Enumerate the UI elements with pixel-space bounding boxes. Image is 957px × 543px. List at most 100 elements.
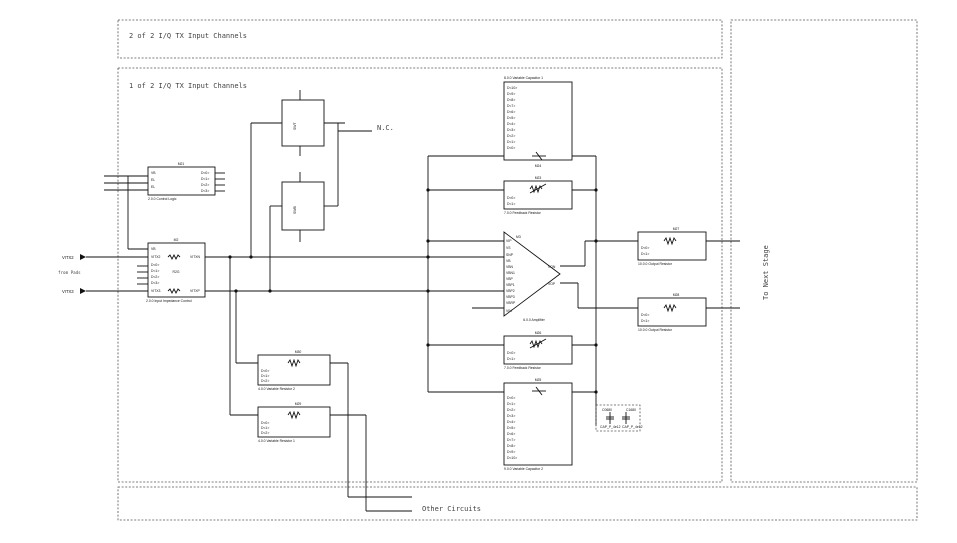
svg-text:D<4>: D<4>: [507, 122, 515, 126]
svg-text:R2G: R2G: [173, 270, 180, 274]
svg-text:D<6>: D<6>: [507, 110, 515, 114]
svg-text:D<1>: D<1>: [507, 357, 515, 361]
svg-text:D<0>: D<0>: [151, 263, 159, 267]
block-feedback-resistor-bottom: M26 7.0.0 Feedback Resistor D<0> D<1>: [503, 331, 573, 370]
block-control-logic: M21 2.0.0 Control Logic VB EL EL D<0> D<…: [147, 162, 225, 201]
switch-bottom: SWB: [281, 131, 339, 242]
svg-text:D<0>: D<0>: [641, 246, 649, 250]
block-input-impedance: M2 2.0.0 Input Impedance Control VB VITX…: [137, 238, 206, 303]
vitx2-pad-icon: [80, 254, 86, 260]
svg-text:VIP: VIP: [506, 239, 512, 243]
svg-text:D<2>: D<2>: [201, 183, 209, 187]
svg-text:D<0>: D<0>: [261, 369, 269, 373]
svg-text:SNP: SNP: [506, 253, 514, 257]
svg-text:D<1>: D<1>: [261, 374, 269, 378]
svg-text:D<10>: D<10>: [507, 456, 517, 460]
svg-text:VITX2: VITX2: [151, 255, 161, 259]
svg-text:D<1>: D<1>: [507, 402, 515, 406]
frame-channel-2-label: 2 of 2 I/Q TX Input Channels: [129, 32, 247, 40]
svg-text:D<7>: D<7>: [507, 438, 515, 442]
vitx3-label: VITX3: [62, 289, 74, 294]
svg-text:D<1>: D<1>: [201, 177, 209, 181]
svg-text:4.0.0 Variable Resistor 2: 4.0.0 Variable Resistor 2: [258, 387, 295, 391]
svg-text:M21: M21: [178, 162, 185, 166]
svg-text:M30: M30: [295, 350, 302, 354]
svg-text:D<2>: D<2>: [151, 275, 159, 279]
svg-text:D<3>: D<3>: [507, 414, 515, 418]
svg-text:D<3>: D<3>: [507, 128, 515, 132]
svg-text:M3: M3: [516, 235, 521, 239]
svg-text:D<2>: D<2>: [507, 134, 515, 138]
svg-text:2.0.0 Input Impedance Control: 2.0.0 Input Impedance Control: [146, 299, 192, 303]
svg-text:8.0.0 Variable Capacitor 1: 8.0.0 Variable Capacitor 1: [504, 76, 543, 80]
svg-text:4.0.0 Variable Resistor 1: 4.0.0 Variable Resistor 1: [258, 439, 295, 443]
svg-text:D<0>: D<0>: [507, 396, 515, 400]
svg-text:EL: EL: [151, 178, 155, 182]
svg-text:VB: VB: [506, 259, 511, 263]
svg-text:D<0>: D<0>: [641, 313, 649, 317]
svg-text:VITXN: VITXN: [190, 255, 201, 259]
main-nets: [205, 122, 504, 416]
svg-text:M24: M24: [535, 164, 542, 168]
svg-text:M25: M25: [535, 378, 542, 382]
nc-label: N.C.: [377, 124, 394, 132]
svg-text:SWB: SWB: [293, 206, 297, 214]
svg-text:M27: M27: [673, 227, 680, 231]
frame-next-stage: [730, 19, 918, 483]
svg-text:2.0.0 Control Logic: 2.0.0 Control Logic: [148, 197, 177, 201]
other-circuits-label: Other Circuits: [422, 505, 481, 513]
amplifier-wiring: [426, 155, 638, 426]
svg-text:VBP2: VBP2: [506, 289, 515, 293]
svg-text:7.0.0 Feedback Resistor: 7.0.0 Feedback Resistor: [504, 211, 542, 215]
svg-text:D<4>: D<4>: [507, 420, 515, 424]
svg-text:9.0.0 Variable Capacitor 2: 9.0.0 Variable Capacitor 2: [504, 467, 543, 471]
block-feedback-resistor-top: M23 7.0.0 Feedback Resistor D<0> D<1>: [503, 176, 573, 215]
block-variable-capacitor-1: 8.0.0 Variable Capacitor 1 M24 D<10> D<9…: [503, 76, 573, 168]
svg-text:6.0.0 Amplifier: 6.0.0 Amplifier: [523, 318, 545, 322]
svg-text:VIN: VIN: [506, 309, 512, 313]
block-output-resistor-1: M27 10.0.0 Output Resistor D<0> D<1>: [637, 227, 740, 266]
svg-text:D<2>: D<2>: [261, 431, 269, 435]
svg-text:D<1>: D<1>: [641, 252, 649, 256]
svg-text:D<8>: D<8>: [507, 444, 515, 448]
svg-text:VB: VB: [151, 171, 156, 175]
svg-text:M28: M28: [673, 293, 680, 297]
svg-text:VITXP: VITXP: [190, 289, 201, 293]
svg-text:M23: M23: [535, 176, 542, 180]
from-pads-label: from Pads: [58, 270, 81, 275]
block-variable-resistor-1: M29 4.0.0 Variable Resistor 1 D<0> D<1> …: [257, 402, 412, 512]
block-output-resistor-2: M28 10.0.0 Output Resistor D<0> D<1>: [637, 293, 740, 332]
svg-text:D<1>: D<1>: [151, 269, 159, 273]
svg-text:D<3>: D<3>: [201, 189, 209, 193]
svg-text:VBRP: VBRP: [506, 301, 516, 305]
svg-text:D<0>: D<0>: [201, 171, 209, 175]
frame-channel-1-label: 1 of 2 I/Q TX Input Channels: [129, 82, 247, 90]
vitx2-label: VITX2: [62, 255, 74, 260]
svg-text:SWT: SWT: [293, 122, 297, 130]
input-wires: [86, 175, 148, 292]
svg-text:D<5>: D<5>: [507, 116, 515, 120]
svg-text:D<7>: D<7>: [507, 104, 515, 108]
svg-text:VBP3: VBP3: [506, 295, 515, 299]
svg-text:D<10>: D<10>: [507, 86, 517, 90]
svg-text:VBN1: VBN1: [506, 271, 515, 275]
svg-text:CAP_P_4e12: CAP_P_4e12: [622, 425, 643, 429]
svg-text:M2: M2: [174, 238, 179, 242]
svg-text:D<9>: D<9>: [507, 92, 515, 96]
next-stage-label: To Next Stage: [762, 245, 770, 300]
frame-channel-2: [117, 19, 723, 59]
svg-text:D<6>: D<6>: [507, 432, 515, 436]
svg-text:M26: M26: [535, 331, 542, 335]
svg-text:VON: VON: [548, 265, 556, 269]
svg-text:D<2>: D<2>: [507, 408, 515, 412]
svg-text:D<2>: D<2>: [261, 379, 269, 383]
frame-channel-1: [117, 67, 723, 483]
svg-text:10.0.0 Output Resistor: 10.0.0 Output Resistor: [638, 328, 673, 332]
svg-text:7.0.0 Feedback Resistor: 7.0.0 Feedback Resistor: [504, 366, 542, 370]
svg-text:D<0>: D<0>: [507, 351, 515, 355]
svg-text:D<0>: D<0>: [261, 421, 269, 425]
svg-text:D<3>: D<3>: [151, 281, 159, 285]
svg-text:D<0>: D<0>: [507, 196, 515, 200]
svg-text:VBN: VBN: [506, 265, 514, 269]
